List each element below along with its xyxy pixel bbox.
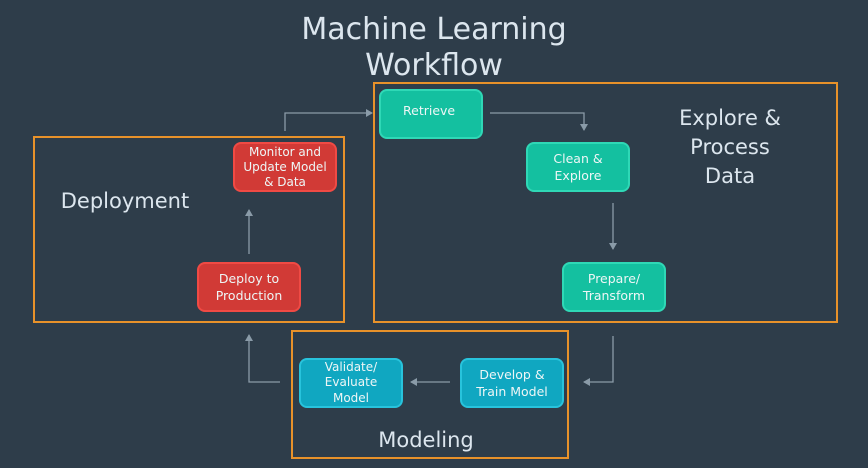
diagram-title-line2: Workflow [365, 48, 503, 83]
node-deploy-production[interactable]: Deploy to Production [197, 262, 301, 312]
arrow-modeling-to-deployment [245, 334, 280, 383]
arrow-explore-to-modeling [583, 336, 614, 386]
modeling-group [291, 330, 569, 459]
arrow-retrieve-to-clean [490, 112, 588, 131]
arrow-monitor-to-retrieve [284, 109, 373, 131]
modeling-label: Modeling [378, 428, 474, 452]
node-validate-evaluate[interactable]: Validate/ Evaluate Model [299, 358, 403, 408]
node-develop-train[interactable]: Develop & Train Model [460, 358, 564, 408]
node-prepare-transform[interactable]: Prepare/ Transform [562, 262, 666, 312]
explore-process-data-label: Explore & Process Data [679, 106, 781, 188]
diagram-title-line1: Machine Learning [301, 12, 567, 47]
node-retrieve[interactable]: Retrieve [379, 89, 483, 139]
node-clean-explore[interactable]: Clean & Explore [526, 142, 630, 192]
deployment-group [33, 136, 345, 323]
explore-process-data-group [373, 82, 838, 323]
deployment-label: Deployment [60, 189, 190, 213]
node-monitor-update[interactable]: Monitor and Update Model & Data [233, 142, 337, 192]
